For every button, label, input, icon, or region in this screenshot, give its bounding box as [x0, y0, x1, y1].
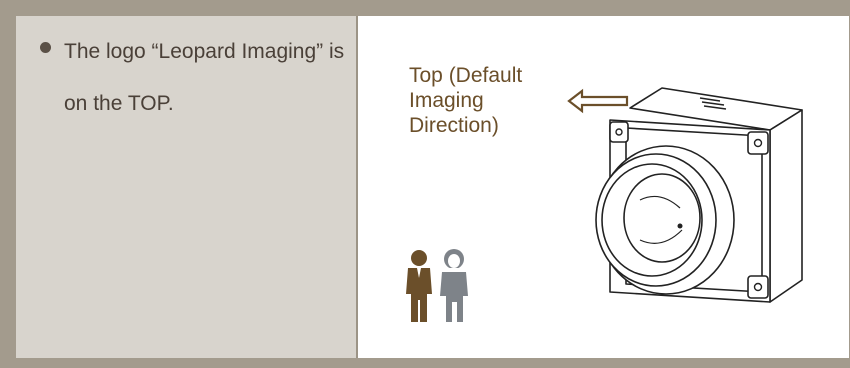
camera-module-illustration — [595, 87, 803, 303]
note-text: The logo “Leopard Imaging” is on the TOP… — [64, 40, 345, 115]
column-divider — [356, 16, 358, 358]
left-arrow-icon — [567, 88, 629, 114]
note-cell — [16, 16, 356, 358]
bullet-icon — [40, 42, 51, 53]
man-icon — [406, 250, 432, 322]
top-direction-label: Top (Default Imaging Direction) — [409, 64, 523, 137]
people-icon — [406, 249, 468, 322]
